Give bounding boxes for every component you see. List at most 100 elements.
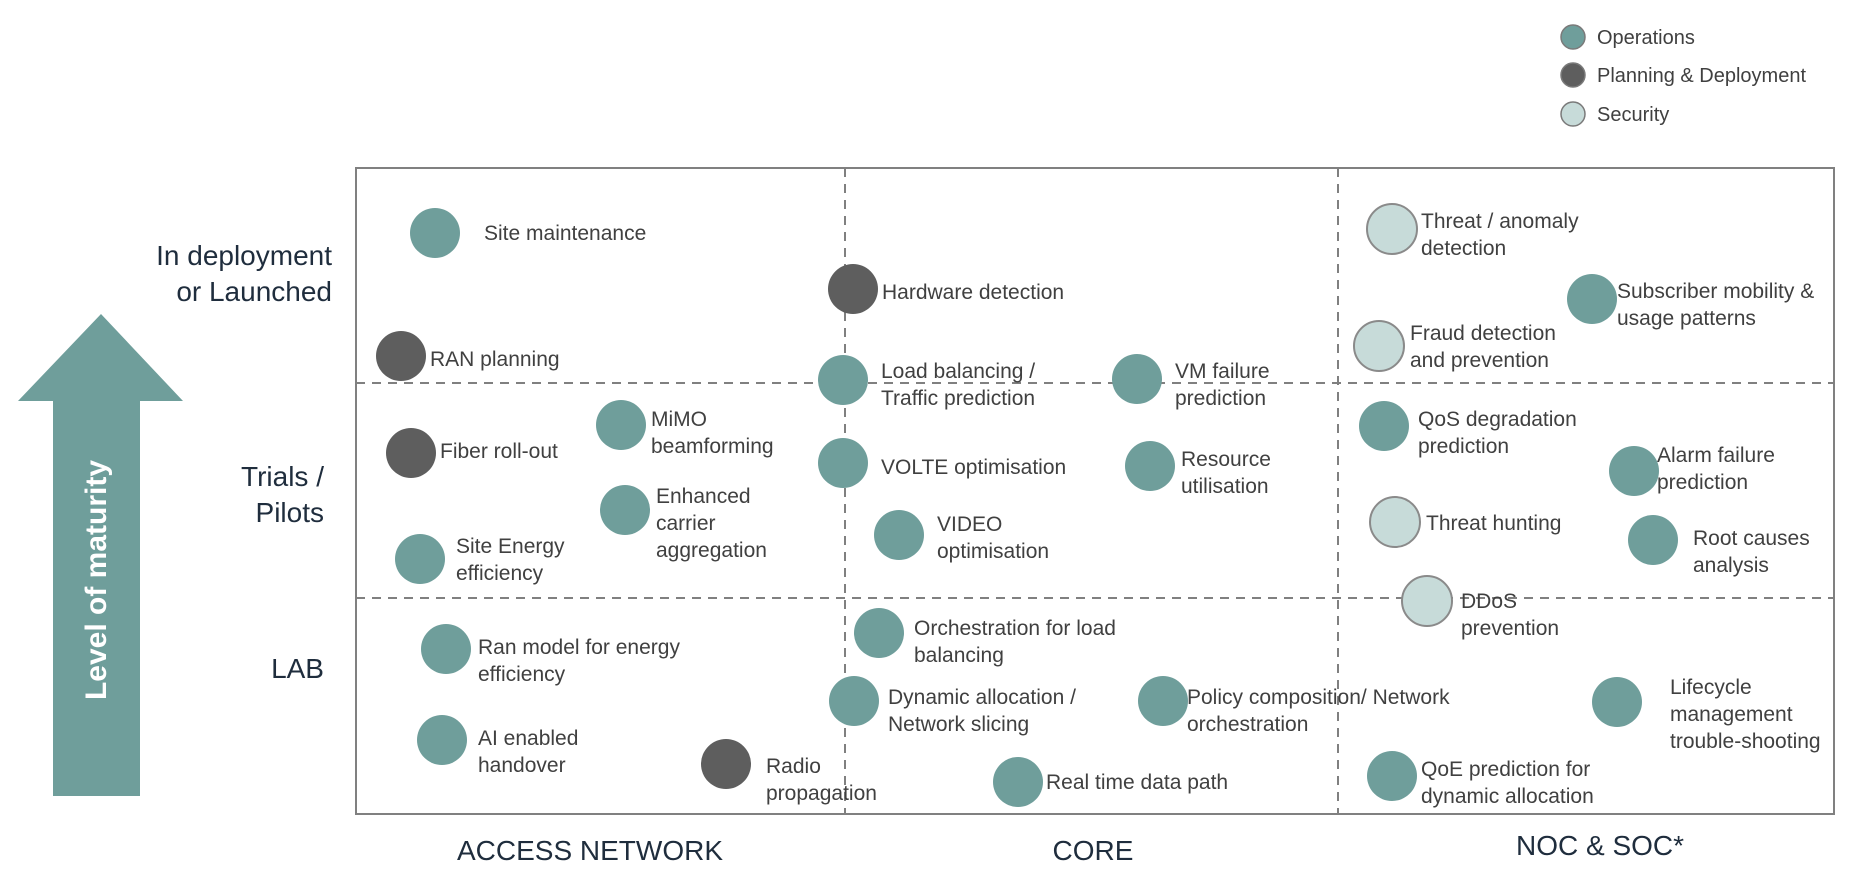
item-label-line: Site Energy (456, 535, 565, 558)
item-marker-security (1366, 203, 1418, 255)
item-label-line: orchestration (1187, 713, 1308, 736)
item-marker-security (1353, 320, 1405, 372)
item-label-line: carrier (656, 512, 716, 535)
item-label: VOLTE optimisation (881, 456, 1066, 479)
legend-marker-operations (1560, 24, 1586, 50)
item-marker-operations (1125, 441, 1175, 491)
item-label-line: usage patterns (1617, 307, 1756, 330)
item-label-line: prediction (1657, 471, 1748, 494)
item-marker-planning (376, 331, 426, 381)
item-root-causes: Root causes analysis (1628, 515, 1810, 577)
legend-marker-security (1560, 101, 1586, 127)
item-label-line: QoE prediction for (1421, 758, 1590, 781)
item-ran-planning: RAN planning (376, 331, 560, 381)
item-policy-composition: Policy composition/ Network orchestration (1138, 676, 1450, 736)
item-label: Ran model for energy efficiency (478, 636, 680, 686)
item-alarm-failure: Alarm failure prediction (1609, 444, 1775, 496)
item-label: Threat hunting (1426, 512, 1561, 535)
item-label-line: Hardware detection (882, 281, 1064, 304)
item-label-line: MiMO (651, 408, 707, 431)
item-label-line: VOLTE optimisation (881, 456, 1066, 479)
item-dynamic-allocation: Dynamic allocation / Network slicing (829, 676, 1076, 736)
item-marker-operations (1567, 274, 1617, 324)
item-marker-operations (1367, 751, 1417, 801)
matrix-grid (355, 167, 1835, 815)
legend-label-security: Security (1597, 104, 1669, 126)
item-label-line: AI enabled (478, 727, 578, 750)
axis-label: Level of maturity (80, 460, 113, 700)
item-marker-operations (417, 715, 467, 765)
item-label-line: trouble-shooting (1670, 730, 1821, 753)
item-site-maintenance: Site maintenance (410, 208, 646, 258)
item-label: MiMO beamforming (651, 408, 774, 458)
row-label-1: Trials /Pilots (241, 461, 324, 528)
item-volte: VOLTE optimisation (818, 438, 1066, 488)
item-label-line: Orchestration for load (914, 617, 1116, 640)
item-label-line: Policy composition/ Network (1187, 686, 1450, 709)
item-label-line: Ran model for energy (478, 636, 680, 659)
item-label: RAN planning (430, 348, 560, 371)
item-label-line: Real time data path (1046, 771, 1228, 794)
item-hardware-detection: Hardware detection (828, 264, 1064, 314)
item-marker-operations (1359, 401, 1409, 451)
item-label-line: Root causes (1693, 527, 1810, 550)
item-ran-model: Ran model for energy efficiency (421, 624, 680, 686)
row-label-1-line: Trials / (241, 461, 324, 492)
row-label-2: LAB (271, 653, 324, 684)
item-label-line: analysis (1693, 554, 1769, 577)
item-label: Site maintenance (484, 222, 646, 245)
item-label-line: Dynamic allocation / (888, 686, 1076, 709)
item-marker-operations (1138, 676, 1188, 726)
item-label: Fiber roll-out (440, 440, 558, 463)
legend-marker-planning (1560, 62, 1586, 88)
row-label-0-line: or Launched (176, 276, 332, 307)
item-label-line: Fraud detection (1410, 322, 1556, 345)
item-label-line: aggregation (656, 539, 767, 562)
item-marker-operations (600, 485, 650, 535)
item-marker-operations (1592, 677, 1642, 727)
item-marker-operations (818, 355, 868, 405)
item-label: Policy composition/ Network orchestration (1187, 686, 1450, 736)
row-label-0-line: In deployment (156, 240, 332, 271)
item-label-line: efficiency (478, 663, 566, 686)
item-label-line: Traffic prediction (881, 387, 1035, 410)
item-label: Root causes analysis (1693, 527, 1810, 577)
item-marker-operations (993, 757, 1043, 807)
item-marker-operations (1112, 354, 1162, 404)
item-marker-operations (874, 510, 924, 560)
item-label-line: Network slicing (888, 713, 1029, 736)
item-label: Real time data path (1046, 771, 1228, 794)
item-label-line: prediction (1418, 435, 1509, 458)
item-marker-planning (701, 739, 751, 789)
item-label-line: beamforming (651, 435, 774, 458)
item-marker-operations (410, 208, 460, 258)
item-marker-planning (386, 428, 436, 478)
item-label-line: management (1670, 703, 1793, 726)
item-label-line: utilisation (1181, 475, 1269, 498)
item-label-line: propagation (766, 782, 877, 805)
column-label-2: NOC & SOC* (1516, 830, 1684, 861)
item-label-line: optimisation (937, 540, 1049, 563)
item-label-line: Alarm failure (1657, 444, 1775, 467)
